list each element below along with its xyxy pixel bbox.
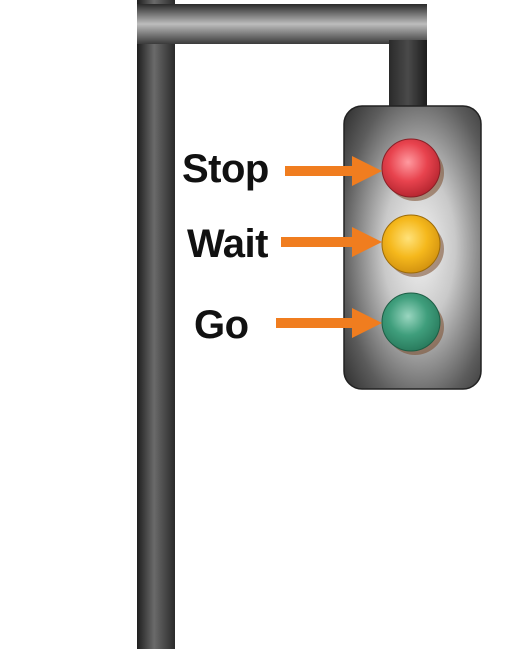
amber-light	[382, 215, 440, 273]
go-label: Go	[194, 303, 249, 347]
red-light	[382, 139, 440, 197]
green-light	[382, 293, 440, 351]
pole-connector	[389, 40, 427, 112]
lights	[382, 139, 444, 355]
stop-label: Stop	[182, 147, 269, 191]
labels: Stop Wait Go	[182, 147, 269, 347]
pole-vertical	[137, 0, 175, 649]
wait-label: Wait	[187, 222, 268, 266]
pole-arm	[137, 4, 427, 44]
